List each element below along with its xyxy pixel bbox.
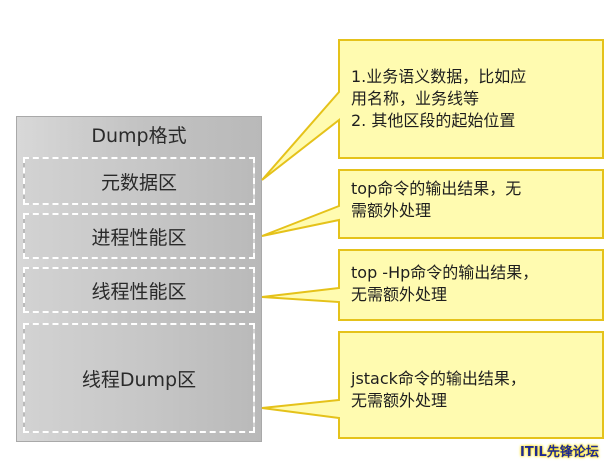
note-metadata-line-2: 用名称，业务线等 xyxy=(351,89,480,108)
note-metadata-line-1: 1.业务语义数据，比如应 xyxy=(351,67,527,86)
note-process-line-2: 需额外处理 xyxy=(351,201,432,220)
dump-format-box: Dump格式 元数据区 进程性能区 线程性能区 线程Dump区 xyxy=(16,116,262,442)
note-thread-performance: top -Hp命令的输出结果， 无需额外处理 xyxy=(341,256,601,316)
note-process-performance: top命令的输出结果，无 需额外处理 xyxy=(341,172,601,236)
note-thread-dump-line-2: 无需额外处理 xyxy=(351,391,448,410)
section-metadata: 元数据区 xyxy=(23,157,255,205)
watermark-logo: ITIL先锋论坛 xyxy=(520,445,599,460)
section-process-performance: 进程性能区 xyxy=(23,213,255,259)
note-thread-line-1: top -Hp命令的输出结果， xyxy=(351,263,539,282)
callout-3-shape xyxy=(261,249,604,321)
callout-4-shape xyxy=(261,331,604,439)
dump-format-title: Dump格式 xyxy=(91,125,187,147)
note-thread-line-2: 无需额外处理 xyxy=(351,285,448,304)
note-metadata-line-3: 2. 其他区段的起始位置 xyxy=(351,111,516,130)
callout-2-shape xyxy=(261,169,604,239)
section-thread-performance: 线程性能区 xyxy=(23,267,255,313)
note-thread-dump: jstack命令的输出结果， 无需额外处理 xyxy=(341,362,601,432)
callout-1-shape xyxy=(261,39,604,181)
section-thread-dump: 线程Dump区 xyxy=(23,323,255,433)
note-thread-dump-line-1: jstack命令的输出结果， xyxy=(351,369,526,388)
note-process-line-1: top命令的输出结果，无 xyxy=(351,179,522,198)
note-metadata: 1.业务语义数据，比如应 用名称，业务线等 2. 其他区段的起始位置 xyxy=(341,60,601,156)
